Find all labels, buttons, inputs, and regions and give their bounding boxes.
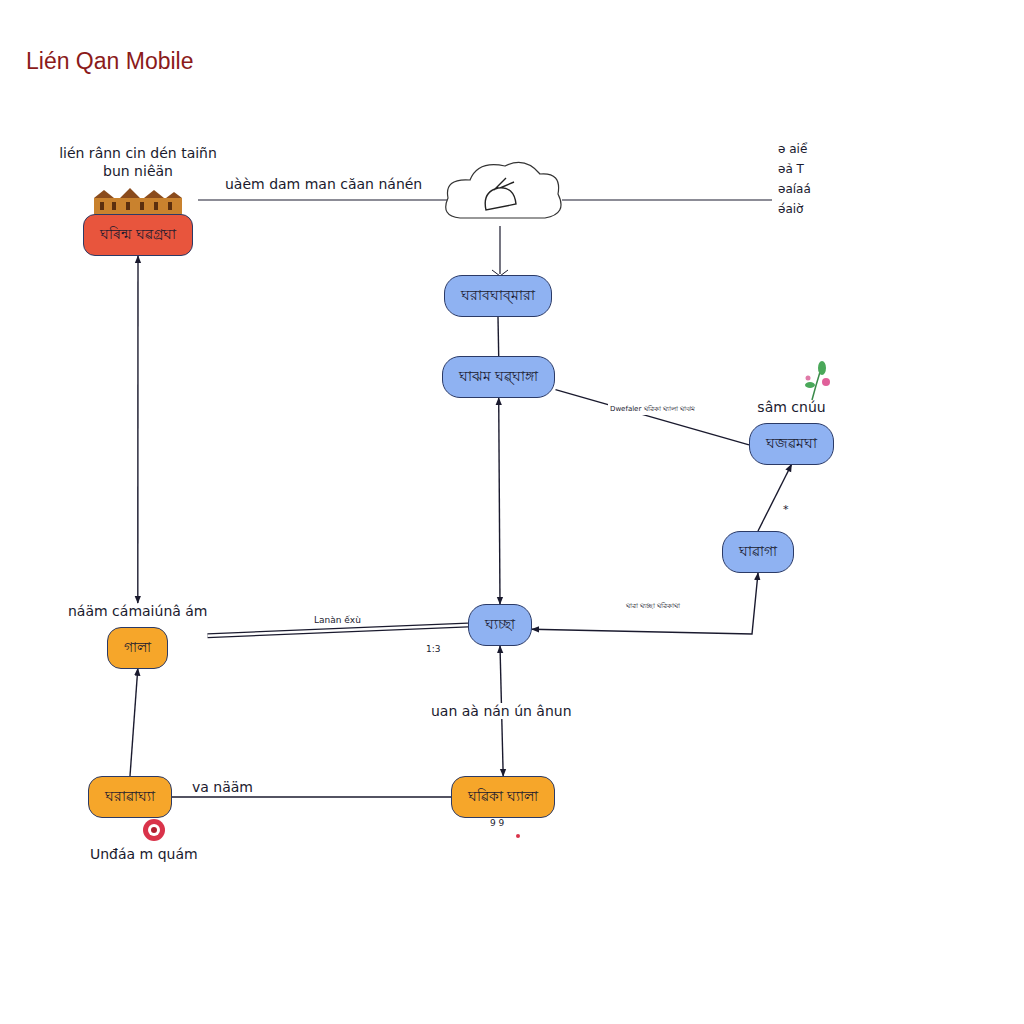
node-heading: náäm cámaiúnâ ám bbox=[68, 603, 208, 621]
process-box: ঘৰিন্ম ঘৱগ্ৰঘা bbox=[83, 214, 193, 256]
note-label: ǝ aiể bbox=[778, 142, 807, 156]
arrow-heads bbox=[130, 669, 138, 777]
leader-line bbox=[562, 199, 772, 200]
process-node: ঘৱিকা ঘ্যালা bbox=[451, 776, 555, 818]
note-label: 1:3 bbox=[426, 644, 440, 654]
connector-line bbox=[208, 625, 469, 636]
arrow-heads bbox=[758, 465, 792, 532]
diagram-title: Lién Qan Mobile bbox=[26, 48, 194, 75]
edge-label: ঘাৱা ঘ্যচ্ছা ঘৱিকাঘা bbox=[624, 600, 682, 612]
arrow-heads bbox=[556, 390, 750, 445]
leader-line bbox=[499, 226, 500, 274]
connector-line bbox=[497, 317, 499, 356]
connector bbox=[498, 317, 500, 356]
process-box: গালা bbox=[107, 627, 168, 669]
cloud-shape bbox=[446, 162, 561, 218]
note-label: ǝ́aiờ bbox=[778, 202, 803, 216]
edge-label: va nääm bbox=[190, 779, 255, 795]
note-label: 9 9 bbox=[490, 818, 504, 828]
note-label: uàèm dam man căan nánén bbox=[225, 176, 422, 192]
connector bbox=[499, 398, 500, 604]
process-node: ঘাঝম ঘৱ্ঘাঙ্গা bbox=[442, 356, 555, 398]
process-node: ঘরাৱাঘ্যা bbox=[88, 776, 172, 818]
connector-line bbox=[137, 256, 139, 603]
connector-outer bbox=[208, 625, 469, 636]
arrow-heads bbox=[532, 573, 758, 634]
process-node: ঘ্যচ্ছা bbox=[468, 604, 532, 646]
dot bbox=[516, 834, 520, 838]
connector-line bbox=[130, 669, 138, 777]
process-box: ঘৱিকা ঘ্যালা bbox=[451, 776, 555, 818]
process-box: ঘরাৱাঘ্যা bbox=[88, 776, 172, 818]
connector bbox=[556, 390, 750, 445]
temple-icon bbox=[90, 186, 186, 214]
process-box: ঘ্যচ্ছা bbox=[468, 604, 532, 646]
connector-line bbox=[556, 390, 750, 445]
node-heading: sâm cnúu bbox=[757, 399, 825, 417]
node-heading: lién rânn cin dén taiñn bun niêän bbox=[53, 145, 223, 180]
edge-label: Dwefaler ঘৱিকা ঘ্যালা ঘাঝম bbox=[608, 403, 697, 415]
arrow-heads bbox=[499, 398, 500, 604]
edge-label: uan aà nán ún ânun bbox=[429, 703, 574, 719]
connector-line bbox=[499, 398, 500, 604]
connector bbox=[208, 625, 469, 636]
process-node: ঘরাবঘাব্মারা bbox=[444, 275, 552, 317]
edge-label: Lanàn ếxù bbox=[312, 615, 363, 625]
arrow-heads bbox=[172, 797, 451, 798]
connector bbox=[532, 573, 758, 634]
leader-line bbox=[198, 199, 448, 200]
process-node: náäm cámaiúnâ ám গালা bbox=[68, 603, 208, 669]
connector-line bbox=[758, 465, 792, 532]
arrow-heads bbox=[137, 256, 138, 603]
flower-icon bbox=[805, 361, 830, 400]
flower-icon bbox=[143, 819, 165, 841]
process-node: lién rânn cin dén taiñn bun niêän ঘৰিন্ম … bbox=[53, 145, 223, 256]
connector bbox=[137, 256, 138, 603]
process-node: sâm cnúu ঘজৱমঘা bbox=[749, 399, 834, 465]
connector bbox=[172, 797, 451, 798]
connector-line bbox=[532, 573, 758, 634]
process-box: ঘাঝম ঘৱ্ঘাঙ্গা bbox=[442, 356, 555, 398]
process-box: ঘাৱাগা bbox=[722, 531, 794, 573]
note-label: * bbox=[783, 503, 789, 516]
arrow-heads bbox=[498, 317, 500, 356]
cloud-icon bbox=[485, 178, 516, 210]
connector bbox=[758, 465, 792, 532]
connector-line bbox=[172, 796, 451, 797]
note-label: ǝả T bbox=[778, 162, 804, 176]
process-box: ঘরাবঘাব্মারা bbox=[444, 275, 552, 317]
connector bbox=[130, 669, 138, 777]
note-label: ǝaíaá bbox=[778, 182, 811, 196]
arrow-heads bbox=[208, 625, 469, 636]
process-node: ঘাৱাগা bbox=[722, 531, 794, 573]
note-label: Unđáa m quám bbox=[90, 846, 198, 862]
process-box: ঘজৱমঘা bbox=[749, 423, 834, 465]
